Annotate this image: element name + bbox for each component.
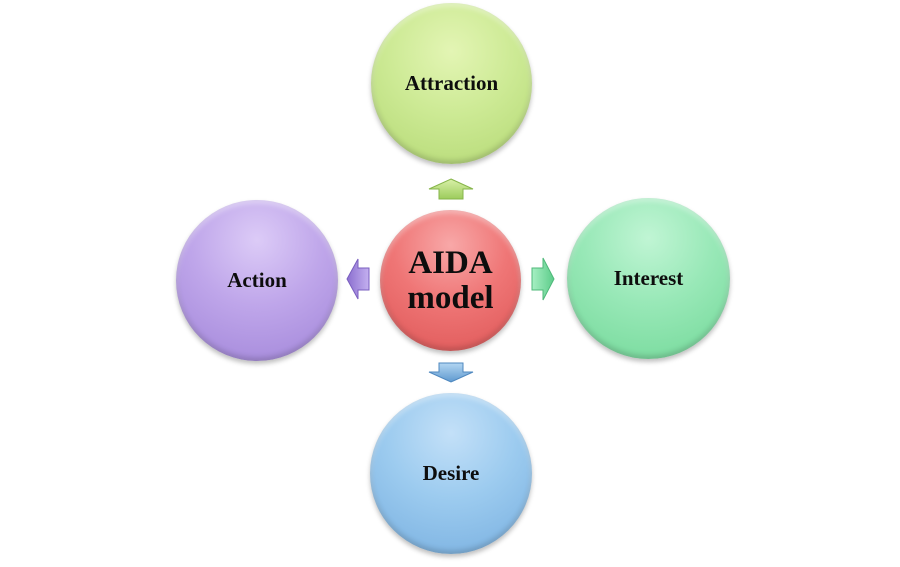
arrow-right-icon <box>531 257 555 301</box>
center-label-line1: AIDA <box>408 244 493 281</box>
arrow-down-icon <box>428 362 474 383</box>
arrow-left-icon <box>346 258 370 300</box>
node-attraction: Attraction <box>371 3 532 164</box>
node-label-interest: Interest <box>613 266 684 290</box>
node-label-attraction: Attraction <box>404 71 499 95</box>
center-label: AIDA model <box>407 246 493 315</box>
node-label-action: Action <box>227 268 287 292</box>
node-desire: Desire <box>370 393 532 554</box>
node-action: Action <box>176 200 338 361</box>
node-center-aida: AIDA model <box>380 210 521 351</box>
center-label-line2: model <box>407 279 494 316</box>
arrow-up-icon <box>428 178 474 200</box>
node-interest: Interest <box>567 198 730 359</box>
node-label-desire: Desire <box>422 461 480 485</box>
